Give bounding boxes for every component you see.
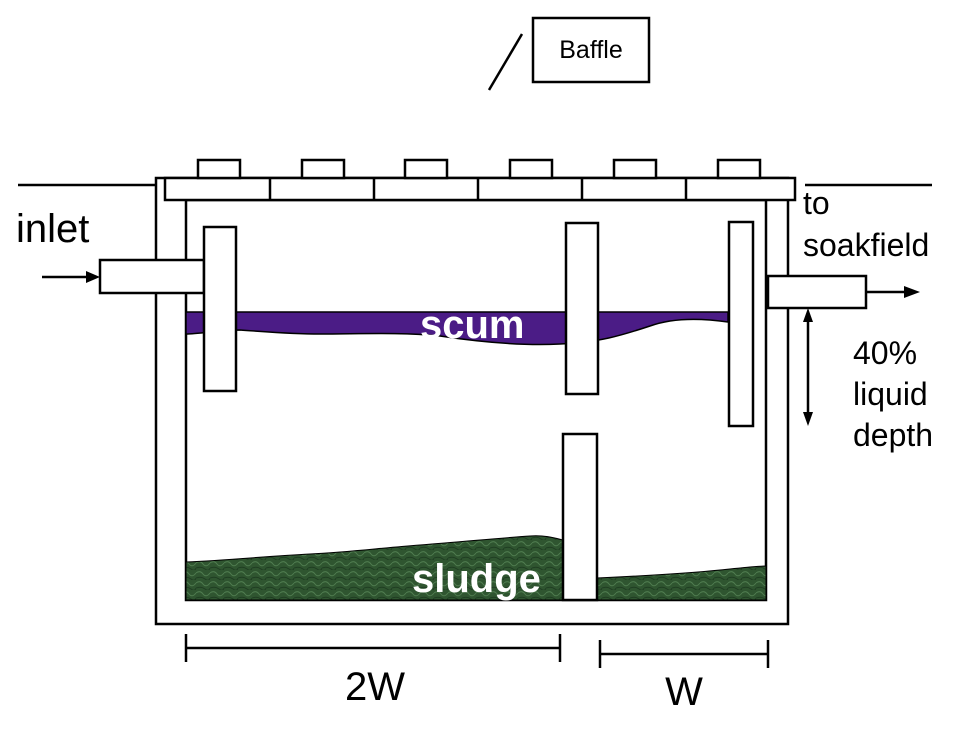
dimension-label-w: W (665, 670, 703, 714)
inlet-arrow-head (86, 271, 100, 283)
baffle-leader-line (487, 33, 524, 91)
depth-arrow-head-top (803, 308, 813, 322)
depth-label-line2: liquid (853, 376, 928, 412)
outlet-tee-baffle (727, 220, 755, 428)
baffle-label: Baffle (559, 36, 622, 64)
dimension-label-2w: 2W (345, 665, 405, 709)
tank-lid (163, 176, 797, 202)
sludge-layer-left (185, 535, 564, 601)
lid-handle-1 (196, 158, 242, 180)
inlet-label: inlet (16, 207, 89, 251)
lid-handle-2 (300, 158, 346, 180)
lid-handle-6 (716, 158, 762, 180)
lid-handle-4 (508, 158, 554, 180)
depth-arrow-head-bottom (803, 412, 813, 426)
depth-label-line1: 40% (853, 335, 917, 371)
scum-label: scum (420, 303, 525, 347)
depth-label-line3: depth (853, 417, 933, 453)
middle-baffle-upper (564, 221, 600, 396)
baffle-label-box (531, 16, 651, 84)
outlet-arrow-head (904, 286, 920, 298)
middle-partition-wall (561, 432, 599, 602)
inlet-pipe (98, 258, 206, 295)
inlet-tee-baffle (202, 225, 238, 393)
lid-handle-5 (612, 158, 658, 180)
lid-handle-3 (403, 158, 449, 180)
outlet-label-line2: soakfield (803, 227, 929, 263)
outlet-label-line1: to (803, 185, 830, 221)
outlet-pipe (766, 274, 868, 310)
sludge-layer-right (596, 565, 767, 601)
sludge-label: sludge (412, 557, 541, 601)
